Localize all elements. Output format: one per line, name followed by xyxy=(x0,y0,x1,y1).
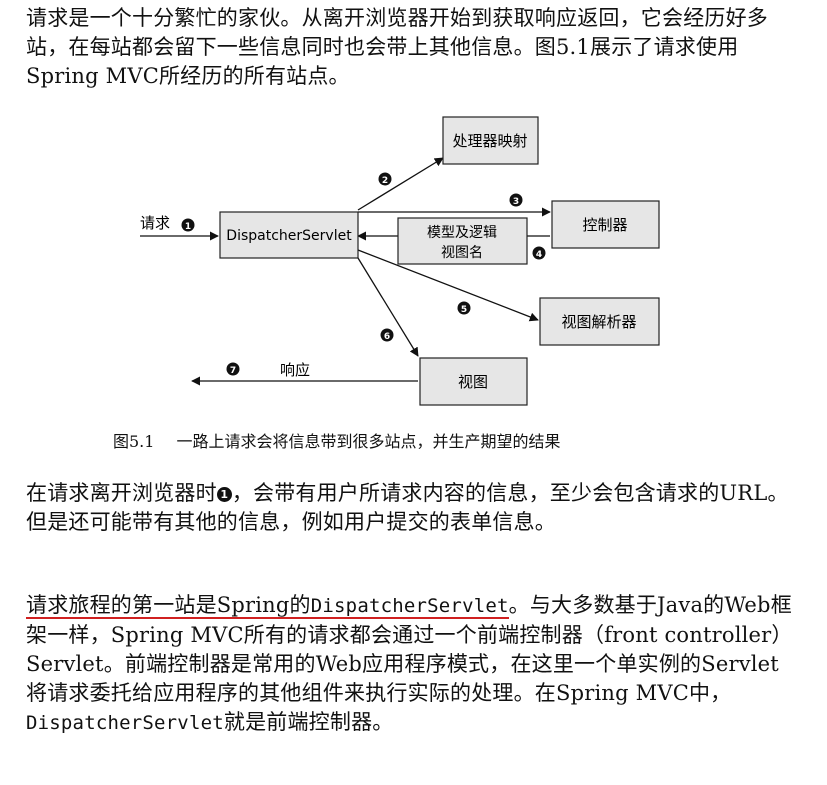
intro-paragraph: 请求是一个十分繁忙的家伙。从离开浏览器开始到获取响应返回，它会经历好多站，在每站… xyxy=(26,4,796,91)
svg-text:3: 3 xyxy=(513,197,519,207)
view-box: 视图 xyxy=(419,357,528,406)
step-marker-7: 7 xyxy=(226,362,240,376)
svg-text:1: 1 xyxy=(185,222,191,232)
paragraph-dispatcher: 请求旅程的第一站是Spring的DispatcherServlet。与大多数基于… xyxy=(26,591,796,738)
arrow-to-view xyxy=(357,257,419,357)
figure-number: 图5.1 xyxy=(113,432,155,451)
p3-underlined-text: 请求旅程的第一站是Spring的DispatcherServlet xyxy=(26,593,509,619)
handler-mapping-box: 处理器映射 xyxy=(442,116,539,165)
step-marker-5: 5 xyxy=(457,301,471,315)
request-label: 请求 xyxy=(140,214,170,232)
response-label: 响应 xyxy=(280,361,310,379)
code-dispatcher-servlet-2: DispatcherServlet xyxy=(26,712,224,734)
svg-text:2: 2 xyxy=(382,176,388,186)
spring-mvc-request-diagram: DispatcherServlet 处理器映射 控制器 模型及逻辑 视图名 视图… xyxy=(140,116,660,406)
p2-after: ，会带有用户所请求内容的信息，至少会包含请求的URL。但是还可能带有其他的信息，… xyxy=(26,481,789,534)
step-marker-6: 6 xyxy=(380,328,394,342)
controller-label: 控制器 xyxy=(582,216,627,234)
view-resolver-box: 视图解析器 xyxy=(539,297,660,346)
figure-caption: 图5.1 一路上请求会将信息带到很多站点，并生产期望的结果 xyxy=(113,428,560,452)
model-view-line2: 视图名 xyxy=(441,245,483,261)
view-resolver-label: 视图解析器 xyxy=(561,313,636,331)
step-marker-4: 4 xyxy=(532,246,546,260)
step-marker-2: 2 xyxy=(378,172,392,186)
step-marker-3: 3 xyxy=(509,193,523,207)
model-view-box: 模型及逻辑 视图名 xyxy=(397,217,528,265)
step-marker-1: 1 xyxy=(181,218,195,232)
svg-text:7: 7 xyxy=(230,366,236,376)
arrow-to-handler-mapping xyxy=(357,157,444,211)
intro-text: 请求是一个十分繁忙的家伙。从离开浏览器开始到获取响应返回，它会经历好多站，在每站… xyxy=(26,6,768,88)
p3-text1: 。与大多数基于Java的Web框架一样，Spring MVC所有的请求都会通过一… xyxy=(26,593,793,705)
p3-text2: 就是前端控制器。 xyxy=(223,710,394,734)
model-view-line1: 模型及逻辑 xyxy=(427,225,497,241)
dispatcher-servlet-box: DispatcherServlet xyxy=(219,211,359,259)
figure-caption-text: 一路上请求会将信息带到很多站点，并生产期望的结果 xyxy=(176,432,561,451)
step-1-marker: 1 xyxy=(216,487,232,502)
handler-mapping-label: 处理器映射 xyxy=(452,132,527,150)
view-label: 视图 xyxy=(458,373,488,391)
arrow-to-view-resolver xyxy=(357,249,539,322)
svg-text:6: 6 xyxy=(384,332,390,342)
controller-box: 控制器 xyxy=(551,200,660,249)
dispatcher-label: DispatcherServlet xyxy=(226,228,352,244)
code-dispatcher-servlet: DispatcherServlet xyxy=(310,595,509,617)
svg-text:4: 4 xyxy=(536,250,542,260)
p2-before: 在请求离开浏览器时 xyxy=(26,481,217,505)
svg-text:5: 5 xyxy=(461,305,467,315)
